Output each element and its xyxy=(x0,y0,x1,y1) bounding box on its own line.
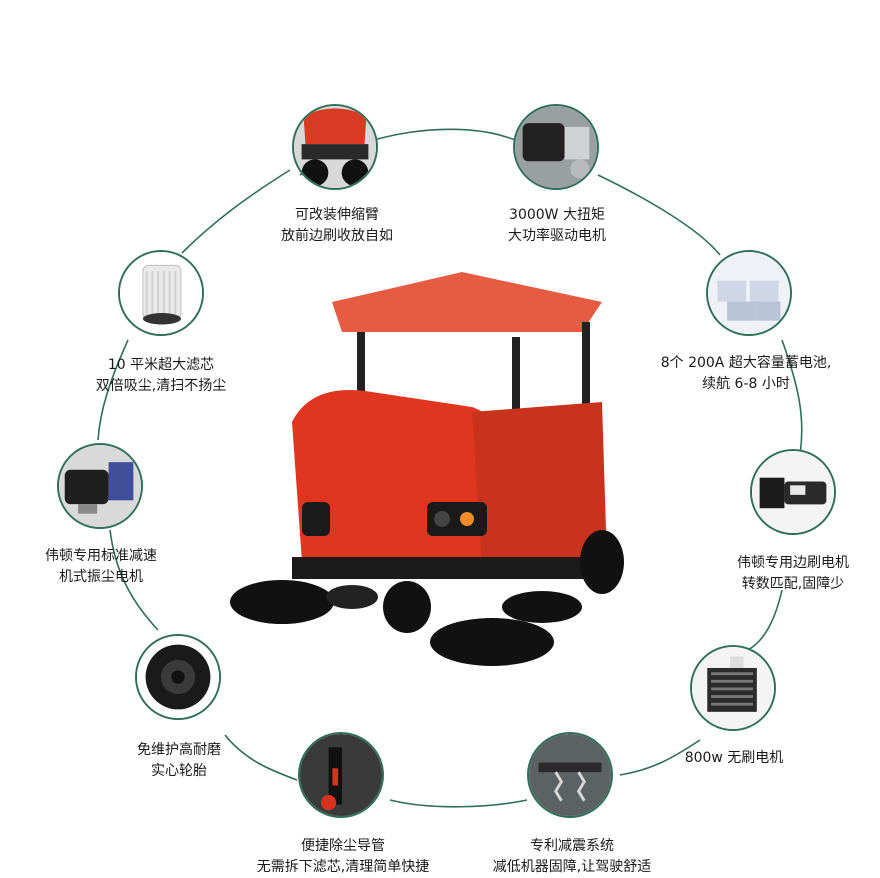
caption-line1: 800w 无刷电机 xyxy=(684,750,784,766)
caption-line1: 伟顿专用边刷电机 xyxy=(737,555,849,571)
caption-line2: 转数匹配,固障少 xyxy=(741,576,845,592)
caption-line2: 双倍吸尘,清扫不扬尘 xyxy=(95,378,227,394)
caption-line2: 机式振尘电机 xyxy=(59,569,143,585)
brush-motor-icon xyxy=(750,449,836,535)
caption-line2: 续航 6-8 小时 xyxy=(702,376,790,392)
caption-line2: 放前边刷收放自如 xyxy=(281,228,393,244)
caption-battery: 8个 200A 超大容量蓄电池, 续航 6-8 小时 xyxy=(661,353,832,395)
caption-tire: 免维护高耐磨 实心轮胎 xyxy=(137,740,221,782)
caption-side-brush: 伟顿专用边刷电机 转数匹配,固障少 xyxy=(737,553,849,595)
caption-line2: 大功率驱动电机 xyxy=(508,228,606,244)
tire-icon xyxy=(135,634,221,720)
caption-brushless: 800w 无刷电机 xyxy=(685,748,784,769)
caption-line1: 8个 200A 超大容量蓄电池, xyxy=(660,355,832,371)
caption-shaker: 伟顿专用标准减速 机式振尘电机 xyxy=(45,546,157,588)
caption-line1: 免维护高耐磨 xyxy=(137,742,221,758)
broom-arm-icon xyxy=(292,104,378,190)
caption-arm: 可改装伸缩臂 放前边刷收放自如 xyxy=(281,205,393,247)
caption-filter: 10 平米超大滤芯 双倍吸尘,清扫不扬尘 xyxy=(96,355,226,397)
filter-icon xyxy=(118,250,204,336)
brushless-motor-icon xyxy=(690,645,776,731)
dust-duct-icon xyxy=(298,732,384,818)
suspension-icon xyxy=(527,732,613,818)
caption-line1: 伟顿专用标准减速 xyxy=(45,548,157,564)
drive-motor-icon xyxy=(513,104,599,190)
caption-dust-duct: 便捷除尘导管 无需拆下滤芯,清理简单快捷 xyxy=(257,836,429,878)
shaker-motor-icon xyxy=(57,443,143,529)
sweeper-machine-illustration xyxy=(230,272,624,666)
caption-motor: 3000W 大扭矩 大功率驱动电机 xyxy=(508,205,606,247)
caption-line1: 可改装伸缩臂 xyxy=(295,207,379,223)
caption-line2: 减低机器固障,让驾驶舒适 xyxy=(492,859,652,875)
caption-line1: 3000W 大扭矩 xyxy=(509,207,605,223)
battery-icon xyxy=(706,250,792,336)
caption-line2: 无需拆下滤芯,清理简单快捷 xyxy=(256,859,430,875)
caption-line1: 便捷除尘导管 xyxy=(300,838,385,854)
caption-line1: 10 平米超大滤芯 xyxy=(107,357,215,373)
caption-suspension: 专利减震系统 减低机器固障,让驾驶舒适 xyxy=(493,836,651,878)
caption-line2: 实心轮胎 xyxy=(151,763,207,779)
caption-line1: 专利减震系统 xyxy=(529,838,614,854)
